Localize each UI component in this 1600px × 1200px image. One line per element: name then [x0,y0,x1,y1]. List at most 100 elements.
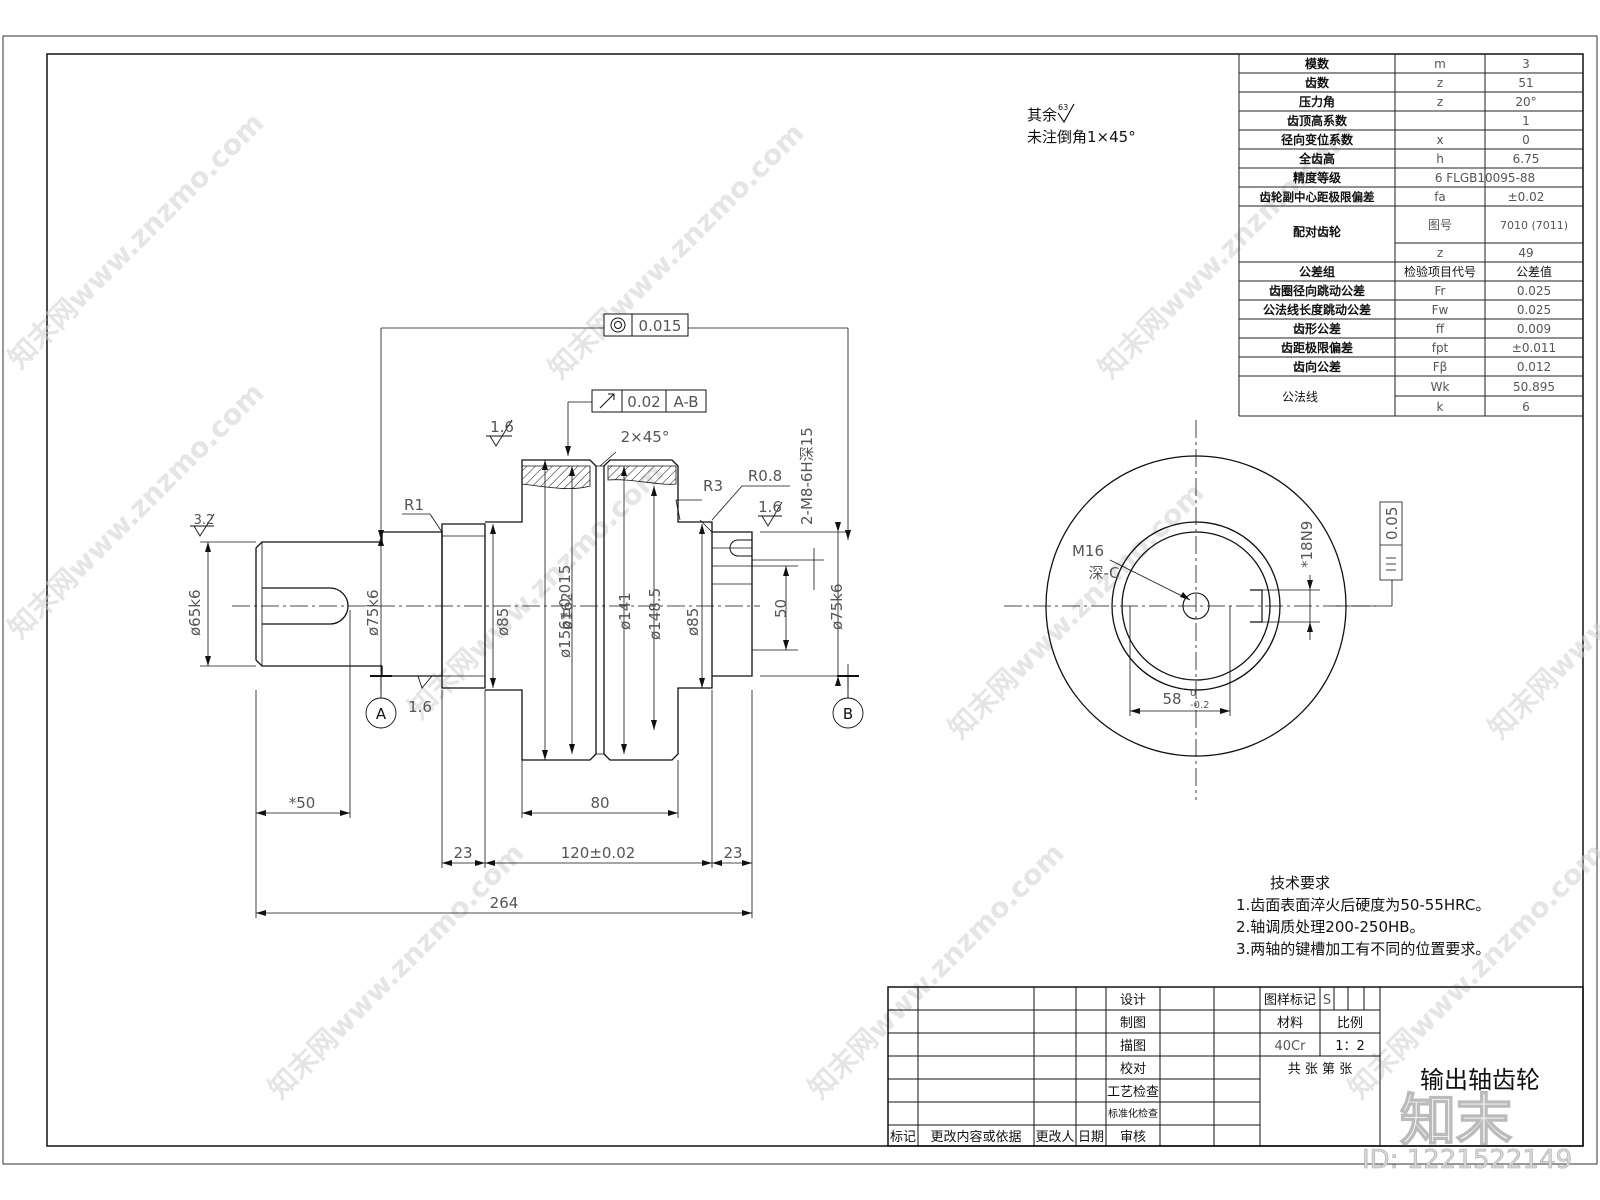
param-value: 3 [1522,57,1530,71]
tolerance-symbol: Fr [1435,284,1446,298]
watermark-text: 知末网www.znzmo.com [1482,476,1600,745]
param-name: 全齿高 [1298,151,1335,166]
mating-z-value: 49 [1518,246,1533,260]
param-symbol: z [1437,76,1443,90]
param-value: 51 [1518,76,1533,90]
tolerance-symbol: Fβ [1433,360,1448,374]
r3-label: R3 [703,477,723,495]
tb-material-label: 材料 [1277,1016,1303,1031]
mating-drawing-label: 图号 [1428,218,1452,232]
side-dimensions [1109,501,1403,716]
concentricity-value: 0.015 [639,317,682,335]
inner-frame [46,53,1584,1147]
tb-approve: 审核 [1120,1130,1146,1145]
tolerance-value: 0.009 [1517,322,1551,336]
len264-label: 264 [490,894,519,912]
width-upper: 0 [1190,688,1196,699]
tb-scale-label: 比例 [1337,1016,1363,1031]
watermark-text: 知末网www.znzmo.com [2,106,271,375]
tapped-hole-label: 2-M8-6H深15 [798,427,816,525]
param-symbol: z [1437,95,1443,109]
param-symbol: x [1436,133,1443,147]
param-value: 20° [1515,95,1536,109]
rough-label: 1.6 [490,418,514,436]
tolerance-name: 齿形公差 [1293,321,1341,336]
left-hub [441,523,486,689]
tolerance-value: 0.012 [1517,360,1551,374]
tb-sheets: 共 张 第 张 [1288,1062,1352,1077]
h50-label: 50 [772,599,790,618]
tb-pattern-mark: 图样标记 [1264,993,1316,1008]
tolerance-group-header: 公差组 [1299,264,1335,279]
datum-markers [190,103,1075,729]
tolerance-value: 0.025 [1517,284,1551,298]
side-dim-labels: M16 深-C *18N9 0.05 58 0 -0.2 [1072,507,1401,711]
tb-part-name: 输出轴齿轮 [1420,1066,1540,1094]
tb-check: 校对 [1120,1061,1146,1077]
dimension-arrows [205,446,851,916]
watermark-text: 知末网www.znzmo.com [2,376,271,645]
tb-date: 日期 [1078,1130,1104,1145]
param-value: 6.75 [1513,152,1540,166]
param-symbol: m [1434,57,1446,71]
d75b-label: ø75k6 [828,584,846,631]
width-lower: -0.2 [1190,700,1210,711]
tb-process: 工艺检查 [1107,1085,1159,1100]
depth-label: 深-C [1089,564,1120,582]
right-journal [712,531,753,677]
tolerance-symbol: fpt [1432,341,1449,355]
tb-design: 设计 [1120,993,1146,1008]
rough-label: 1.6 [408,698,432,716]
datum-a-label: A [376,705,387,723]
surface-note-roughness: 63 [1058,103,1068,112]
left-keyway [262,587,349,625]
param-symbol: 6 FLGB10095-88 [1435,171,1535,185]
watermark-text: 知末网www.znzmo.com [542,116,811,385]
r1-label: R1 [404,496,424,514]
concentricity-frame: 0.015 [603,313,689,337]
runout-icon [599,393,615,409]
mating-drawing-no: 7010 (7011) [1500,219,1568,232]
r08-label: R0.8 [748,467,782,485]
d156-label-vis: ø156±0.015 [556,565,574,658]
symmetry-frame [1379,501,1403,581]
side-arrows [1130,580,1313,714]
param-value: 0 [1522,133,1530,147]
tolerance-symbol: ff [1436,322,1445,336]
d85a-label: ø85 [494,608,512,636]
k-symbol: k [1437,400,1444,414]
tech-item: 2.轴调质处理200-250HB。 [1236,918,1425,936]
tolerance-item-header: 检验项目代号 [1404,264,1476,279]
front-dim-labels: 2×45° 1.6 3.2 1.6 1.6 R1 R3 R0.8 2-M8-6H… [186,418,846,912]
chamfer-note: 未注倒角1×45° [1027,128,1136,146]
tb-changer: 更改人 [1035,1130,1074,1145]
outer-frame [2,35,1598,1165]
tb-trace: 描图 [1120,1039,1146,1054]
center-hole-circle [1182,592,1210,620]
d65-label: ø65k6 [186,590,204,637]
title-block [887,986,1584,1147]
normal-line-label: 公法线 [1282,390,1318,404]
bore-circle [1121,531,1271,681]
param-name: 齿轮副中心距极限偏差 [1260,190,1375,204]
surface-note-label: 其余 [1027,106,1057,124]
tolerance-value: ±0.011 [1512,341,1556,355]
concentricity-icon [610,317,626,333]
hatch-section-right [607,465,677,485]
rough-label: 1.6 [758,498,782,516]
width-label: 58 [1162,690,1181,708]
wk-symbol: Wk [1431,380,1450,394]
tolerance-value-header: 公差值 [1516,264,1552,279]
param-value: ±0.02 [1508,190,1545,204]
gear-body-left [485,459,597,761]
param-value: 1 [1522,114,1530,128]
side-keyway [1250,589,1263,623]
d75a-label: ø75k6 [364,590,382,637]
m16-label: M16 [1072,542,1104,560]
tb-change-content: 更改内容或依据 [930,1129,1021,1145]
watermark-id: ID: 1221522149 [1362,1145,1572,1175]
symmetry-value: 0.05 [1383,507,1401,540]
wk-value: 50.895 [1513,380,1555,394]
tb-mark: 标记 [890,1130,916,1145]
datum-a-circle [365,697,397,729]
